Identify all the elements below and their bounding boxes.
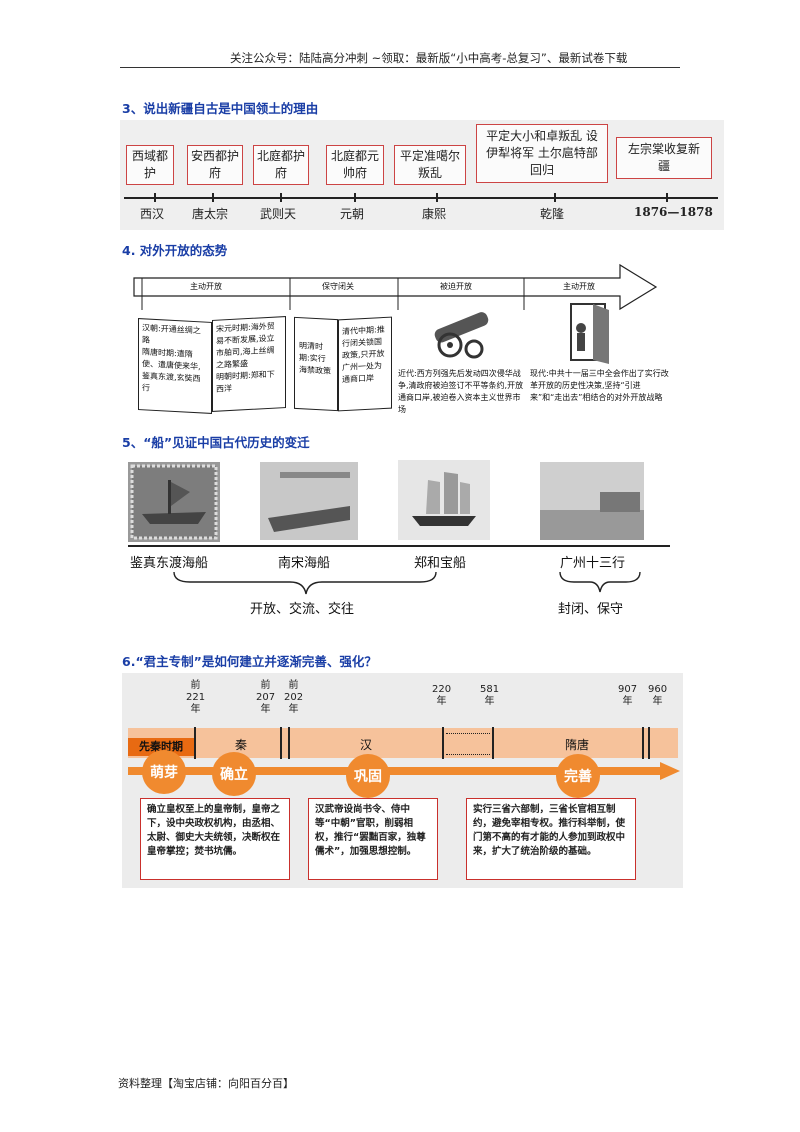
- period-divider: [492, 727, 494, 759]
- box-beiting-yuan: 北庭都元帅府: [326, 145, 384, 185]
- stage-queli: 确立: [212, 752, 256, 796]
- year-202: 前 202 年: [284, 680, 304, 715]
- book1-right-text: 宋元时期:海外贸易不断发展,设立市舶司,海上丝绸之路繁盛 明朝时期:郑和下西洋: [216, 321, 275, 394]
- period-han: 汉: [360, 738, 373, 752]
- book2-right-page: 清代中期:推行闭关锁国政策,只开放广州一处为通商口岸: [338, 316, 392, 412]
- group-closed-label: 封闭、保守: [558, 602, 624, 617]
- box-xiyu: 西域都护: [126, 145, 174, 185]
- open-door-illustration: [570, 303, 609, 364]
- book1-left-page: 汉朝:开通丝绸之路 隋唐时期:遣隋使、遣唐使来华,鉴真东渡,玄奘西行: [138, 318, 212, 414]
- tick: [154, 193, 156, 202]
- header-divider: [120, 67, 680, 68]
- box-qin-details: 确立皇权至上的皇帝制，皇帝之下，设中央政权机构，由丞相、太尉、御史大夫统领，决断…: [140, 798, 290, 880]
- year-220: 220 年: [432, 684, 452, 707]
- open-policy-arrow: [133, 263, 658, 311]
- label-guangzhou: 广州十三行: [560, 556, 626, 571]
- label-yuanchao: 元朝: [340, 207, 365, 221]
- label-wuzetian: 武则天: [260, 207, 297, 221]
- box-suitang-details: 实行三省六部制，三省长官相互制约，避免宰相专权。推行科举制，使门第不高的有才能的…: [466, 798, 636, 880]
- period-divider: [194, 727, 196, 759]
- tick: [554, 193, 556, 202]
- section3-title: 3、说出新疆自古是中国领土的理由: [122, 101, 319, 116]
- year-581: 581 年: [480, 684, 500, 707]
- label-xihan: 西汉: [140, 207, 165, 221]
- label-qianlong: 乾隆: [540, 207, 565, 221]
- year-221: 前 221 年: [186, 680, 206, 715]
- year-207: 前 207 年: [256, 680, 276, 715]
- group-braces: [173, 571, 641, 595]
- period-divider: [288, 727, 290, 759]
- label-nansong: 南宋海船: [278, 556, 331, 571]
- period-band: [128, 728, 678, 758]
- box-han-details: 汉武帝设尚书令、侍中等“中朝”官职，削弱相权，推行“罢黜百家，独尊儒术”，加强思…: [308, 798, 438, 880]
- period-divider: [442, 727, 444, 759]
- period-gap: [446, 733, 490, 755]
- zhenghe-ship-photo: [398, 460, 490, 540]
- modern-text: 近代:西方列强先后发动四次侵华战争,清政府被迫签订不平等条约,开放通商口岸,被迫…: [398, 369, 524, 414]
- box-qianlong: 平定大小和卓叛乱 设伊犁将军 土尔扈特部回归: [476, 124, 608, 183]
- contemporary-text: 现代:中共十一届三中全会作出了实行改革开放的历史性决策,坚持“引进来”和“走出去…: [530, 369, 669, 402]
- period-divider: [648, 727, 650, 759]
- label-tangtaizong: 唐太宗: [192, 207, 229, 221]
- tick: [280, 193, 282, 202]
- label-1876: 1876—1878: [634, 205, 713, 219]
- period-qin: 秦: [235, 738, 248, 752]
- stage-gonggu: 巩固: [346, 754, 390, 798]
- stage-label: 主动开放: [563, 282, 595, 291]
- book2-left-text: 明清时期:实行海禁政策: [299, 341, 331, 376]
- stage-mengya: 萌芽: [142, 750, 186, 794]
- development-arrow: [128, 762, 680, 780]
- song-ship-photo: [260, 462, 358, 540]
- label-kangxi: 康熙: [422, 207, 447, 221]
- guangzhou-photo: [540, 462, 644, 540]
- label-zhenghe: 郑和宝船: [414, 556, 467, 571]
- tick: [354, 193, 356, 202]
- stage-wanshan: 完善: [556, 754, 600, 798]
- cannon-illustration: [434, 312, 489, 359]
- box-zuozongtang: 左宗棠收复新疆: [616, 137, 712, 179]
- year-960: 960 年: [648, 684, 668, 707]
- stage-label: 保守闭关: [322, 282, 354, 291]
- section5-axis: [128, 545, 670, 547]
- page-footer: 资料整理【淘宝店铺：向阳百分百】: [118, 1077, 294, 1090]
- tick: [436, 193, 438, 202]
- period-divider: [642, 727, 644, 759]
- section3-axis: [124, 197, 718, 199]
- box-anxi: 安西都护府: [187, 145, 243, 185]
- period-suitang: 隋唐: [565, 738, 590, 752]
- stage-label: 主动开放: [190, 282, 222, 291]
- stamp-photo: [128, 462, 220, 542]
- period-divider: [280, 727, 282, 759]
- book1-right-page: 宋元时期:海外贸易不断发展,设立市舶司,海上丝绸之路繁盛 明朝时期:郑和下西洋: [212, 316, 286, 412]
- stage-label: 被迫开放: [440, 282, 472, 291]
- label-jianzhen: 鉴真东渡海船: [130, 556, 209, 571]
- tick: [666, 193, 668, 202]
- book1-left-text: 汉朝:开通丝绸之路 隋唐时期:遣隋使、遣唐使来华,鉴真东渡,玄奘西行: [142, 323, 201, 393]
- box-beiting: 北庭都护府: [253, 145, 309, 185]
- page-header: 关注公众号：陆陆高分冲刺 ~领取：最新版“小中高考-总复习”、最新试卷下载: [230, 51, 628, 65]
- group-open-label: 开放、交流、交往: [250, 602, 355, 617]
- section4-title: 4. 对外开放的态势: [122, 243, 228, 258]
- year-907: 907 年: [618, 684, 638, 707]
- book2-left-page: 明清时期:实行海禁政策: [294, 316, 338, 412]
- box-zhungeer: 平定准噶尔叛乱: [394, 145, 466, 185]
- tick: [212, 193, 214, 202]
- section6-title: 6.“君主专制”是如何建立并逐渐完善、强化？: [122, 654, 377, 669]
- period-pre-qin: 先秦时期: [128, 738, 194, 756]
- book2-right-text: 清代中期:推行闭关锁国政策,只开放广州一处为通商口岸: [342, 324, 385, 385]
- section5-title: 5、“船”见证中国古代历史的变迁: [122, 435, 310, 450]
